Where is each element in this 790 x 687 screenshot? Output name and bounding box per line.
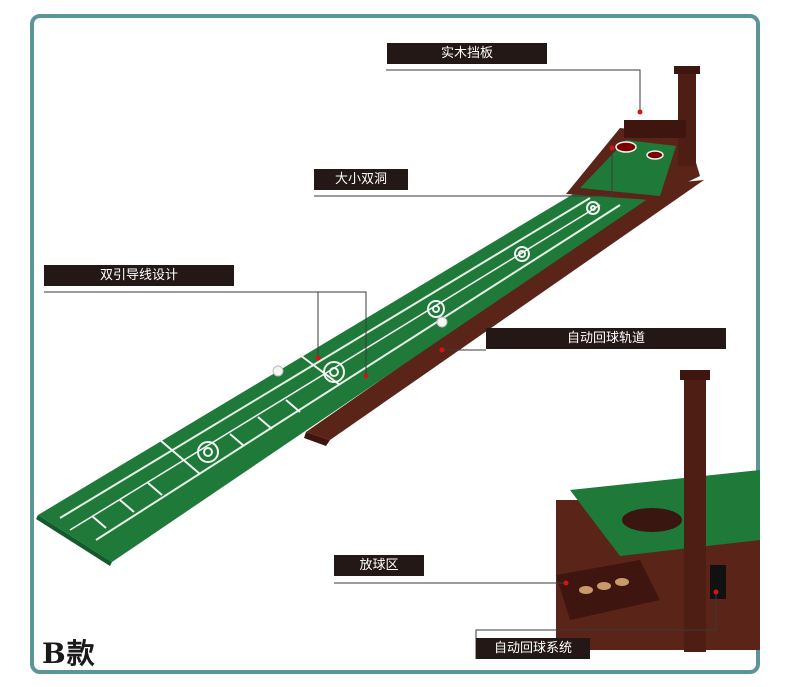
callout-return-system: 自动回球系统: [476, 638, 590, 659]
callout-two-holes: 大小双洞: [314, 169, 408, 190]
model-label: B款: [42, 637, 96, 670]
return-system-detail: [556, 370, 760, 652]
callout-guide-lines: 双引导线设计: [44, 265, 234, 286]
return-track-edge: [304, 432, 330, 446]
callout-return-track: 自动回球轨道: [486, 328, 726, 349]
return-track: [306, 180, 704, 440]
callout-ball-area: 放球区: [334, 555, 424, 576]
callout-wood-stopper: 实木挡板: [387, 43, 547, 64]
